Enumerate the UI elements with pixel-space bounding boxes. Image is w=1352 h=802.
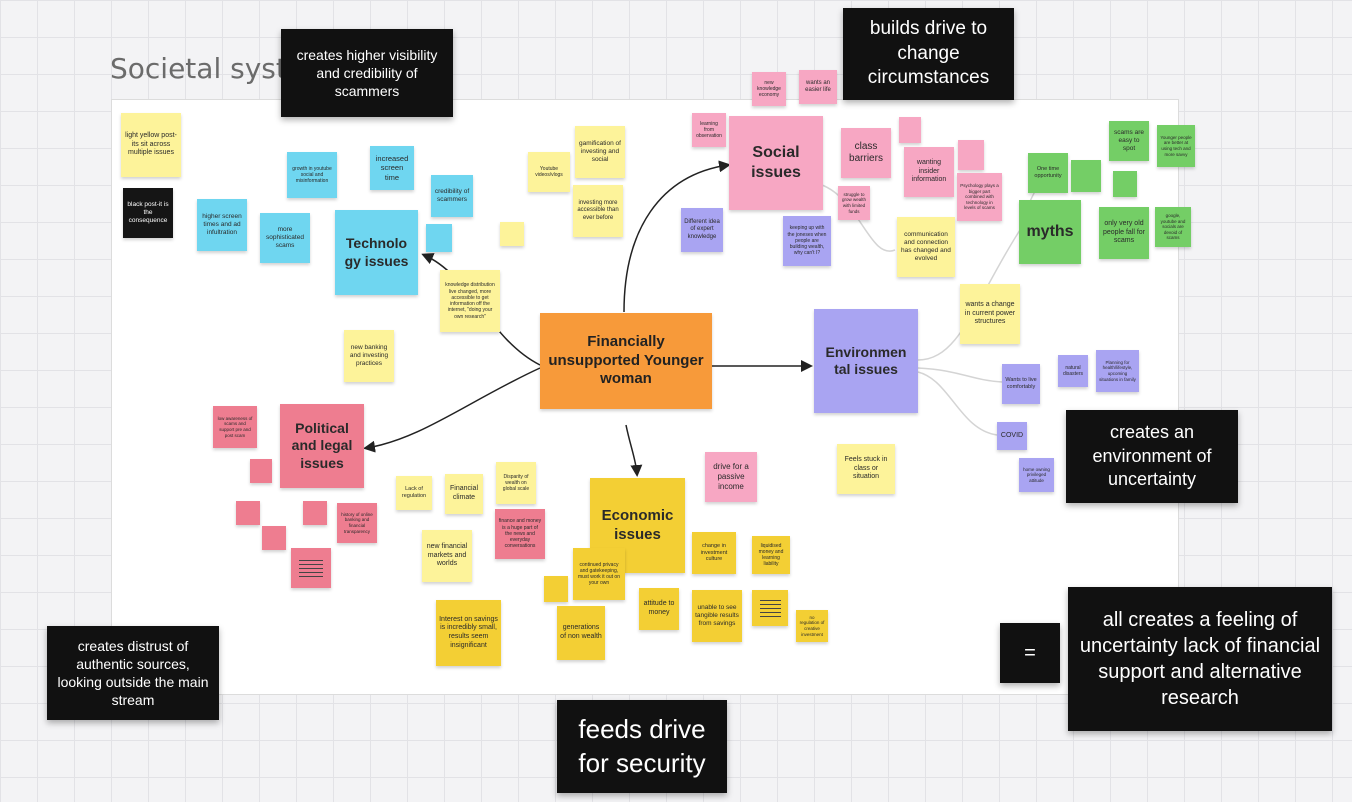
note-growth-youtube: growth in youtube social and misinformat… [287, 152, 337, 198]
center-node[interactable]: Financially unsupported Younger woman [540, 313, 712, 409]
note-knowledge-distribution: knowledge distribution live changed, mor… [440, 270, 500, 332]
note-feels-stuck: Feels stuck in class or situation [837, 444, 895, 494]
note-younger-better: Younger people are better at using tech … [1157, 125, 1195, 167]
note-interest-savings: Interest on savings is incredibly small,… [436, 600, 501, 666]
text-lines-icon [759, 599, 781, 617]
note-change-investment: change in investment culture [692, 532, 736, 574]
note-youtube-video: Youtube videos/vlogs [528, 152, 570, 192]
note-learning-observation: learning from observation [692, 113, 726, 147]
note-low-awareness: low awareness of scams and support pre a… [213, 406, 257, 448]
note-wanting-insider: wanting insider information [904, 147, 954, 197]
callout-conclusion: all creates a feeling of uncertainty lac… [1068, 587, 1332, 731]
legend-black-note: black post-it is the consequence [123, 188, 173, 238]
note-credibility-scammers: credibility of scammers [431, 175, 473, 217]
callout-visibility: creates higher visibility and credibilit… [281, 29, 453, 117]
note-scams-easy: scams are easy to spot [1109, 121, 1149, 161]
note-blank-pink-1 [899, 117, 921, 143]
note-lines-pink [291, 548, 331, 588]
callout-change: builds drive to change circumstances [843, 8, 1014, 100]
note-keeping-up: keeping up with the joneses when people … [783, 216, 831, 266]
note-communication: communication and connection has changed… [897, 217, 955, 277]
note-new-knowledge: new knowledge economy [752, 72, 786, 106]
callout-distrust: creates distrust of authentic sources, l… [47, 626, 219, 720]
note-lines-yellow [752, 590, 788, 626]
note-class-barriers: class barriers [841, 128, 891, 178]
note-blank-yellow-2 [544, 576, 568, 602]
note-liquidised-money: liquidised money and learning liability [752, 536, 790, 574]
note-unable-tangible: unable to see tangible results from savi… [692, 590, 742, 642]
note-increased-screen: increased screen time [370, 146, 414, 190]
note-disparity-wealth: Disparity of wealth on global scale [496, 462, 536, 504]
note-one-time: One time opportunity [1028, 153, 1068, 193]
note-generations: generations of non wealth [557, 606, 605, 660]
note-continued-privacy: continued privacy and gatekeeping, must … [573, 548, 625, 600]
note-investing-accessible: investing more accessible than ever befo… [573, 185, 623, 237]
political-legal-issues-note[interactable]: Political and legal issues [280, 404, 364, 488]
note-sophisticated-scams: more sophisticated scams [260, 213, 310, 263]
note-home-owning: home owning privileged attitude [1019, 458, 1054, 492]
note-different-idea: Different idea of expert knowledge [681, 208, 723, 252]
note-wants-change: wants a change in current power structur… [960, 284, 1020, 344]
technology-issues-note[interactable]: Technolo gy issues [335, 210, 418, 295]
callout-security: feeds drive for security [557, 700, 727, 793]
note-blank-red-2 [236, 501, 260, 525]
note-natural-disasters: natural disasters [1058, 355, 1088, 387]
note-covid: COVID [997, 422, 1027, 450]
note-new-markets: new financial markets and worlds [422, 530, 472, 582]
environmental-issues-note[interactable]: Environmen tal issues [814, 309, 918, 413]
note-wants-comfort: Wants to live comfortably [1002, 364, 1040, 404]
note-blank-green-2 [1113, 171, 1137, 197]
note-drive-passive: drive for a passive income [705, 452, 757, 502]
note-google-youtube: google, youtube and socials are devoid o… [1155, 207, 1191, 247]
note-new-banking: new banking and investing practices [344, 330, 394, 382]
note-planning-future: Planning for health/lifestyle, upcoming … [1096, 350, 1139, 392]
text-lines-icon [299, 559, 323, 577]
note-no-regulation: no regulation of creative investment [796, 610, 828, 642]
legend-yellow-note: light yellow post-its sit across multipl… [121, 113, 181, 177]
note-blank-yellow-1 [500, 222, 524, 246]
note-psychology: Psychology plays a bigger part combined … [957, 173, 1002, 221]
note-blank-pink-2 [958, 140, 984, 170]
note-blank-red-1 [250, 459, 272, 483]
note-blank-blue [426, 224, 452, 252]
social-issues-note[interactable]: Social issues [729, 116, 823, 210]
note-financial-climate: Financial climate [445, 474, 483, 514]
note-finance-news: finance and money is a huge part of the … [495, 509, 545, 559]
note-struggle-grow: struggle to grow wealth with limited fun… [838, 186, 870, 220]
note-only-old: only very old people fall for scams [1099, 207, 1149, 259]
note-history-banking: history of online banking and financial … [337, 503, 377, 543]
note-gamification: gamification of investing and social [575, 126, 625, 178]
note-attitude-money: attitude to money [639, 588, 679, 630]
note-wants-easier: wants an easier life [799, 70, 837, 104]
callout-uncertainty: creates an environment of uncertainty [1066, 410, 1238, 503]
note-higher-screen: higher screen times and ad infultration [197, 199, 247, 251]
note-blank-red-4 [262, 526, 286, 550]
note-lack-regulation: Lack of regulation [396, 476, 432, 510]
myths-note[interactable]: myths [1019, 200, 1081, 264]
note-blank-red-3 [303, 501, 327, 525]
note-blank-green-1 [1071, 160, 1101, 192]
callout-equals: = [1000, 623, 1060, 683]
